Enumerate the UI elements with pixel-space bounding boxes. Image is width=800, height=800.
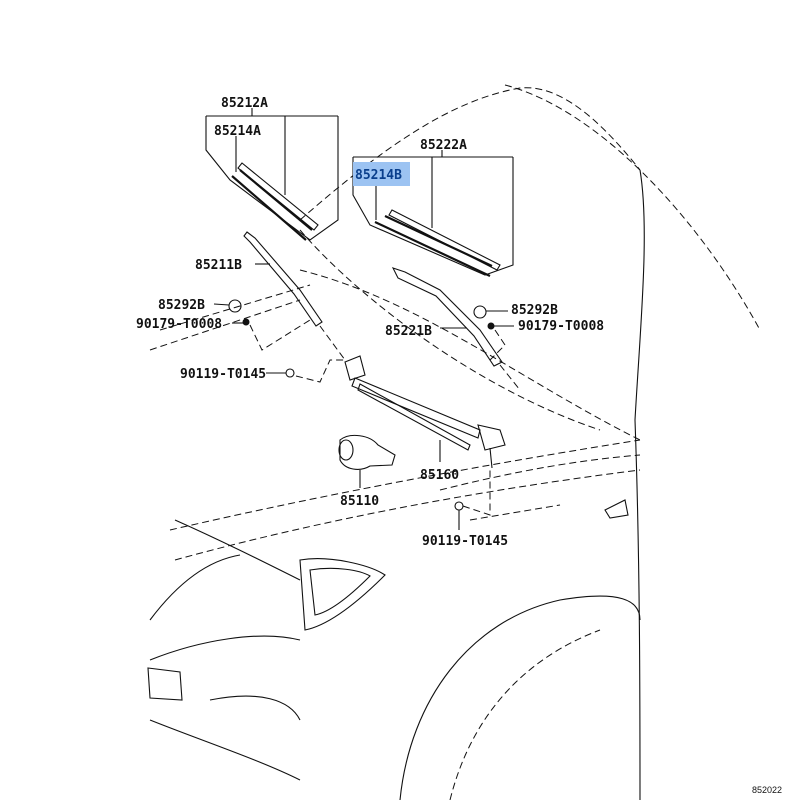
label-85214B[interactable]: 85214B bbox=[355, 168, 402, 183]
blade-group-rh bbox=[352, 150, 514, 277]
label-85222A[interactable]: 85222A bbox=[420, 138, 467, 153]
label-90179-T0008-rh[interactable]: 90179-T0008 bbox=[518, 319, 604, 334]
wiper-linkage bbox=[344, 355, 506, 469]
blade-group-lh bbox=[205, 108, 339, 241]
label-85212A[interactable]: 85212A bbox=[221, 96, 268, 111]
label-85292B-rh[interactable]: 85292B bbox=[511, 303, 558, 318]
vehicle-outline bbox=[147, 84, 761, 800]
label-85160[interactable]: 85160 bbox=[420, 468, 459, 483]
label-90179-T0008-lh[interactable]: 90179-T0008 bbox=[136, 317, 222, 332]
label-85211B[interactable]: 85211B bbox=[195, 258, 242, 273]
wiper-arm-lh bbox=[243, 231, 323, 327]
label-85221B[interactable]: 85221B bbox=[385, 324, 432, 339]
label-85214A[interactable]: 85214A bbox=[214, 124, 261, 139]
label-90119-T0145-upper[interactable]: 90119-T0145 bbox=[180, 367, 266, 382]
label-85292B-lh[interactable]: 85292B bbox=[158, 298, 205, 313]
label-90119-T0145-lower[interactable]: 90119-T0145 bbox=[422, 534, 508, 549]
label-85110[interactable]: 85110 bbox=[340, 494, 379, 509]
figure-number: 852022 bbox=[752, 785, 782, 795]
wiper-arm-rh bbox=[391, 267, 503, 367]
fasteners bbox=[213, 299, 561, 530]
wiper-motor bbox=[338, 434, 396, 488]
highlight-box bbox=[353, 162, 410, 186]
